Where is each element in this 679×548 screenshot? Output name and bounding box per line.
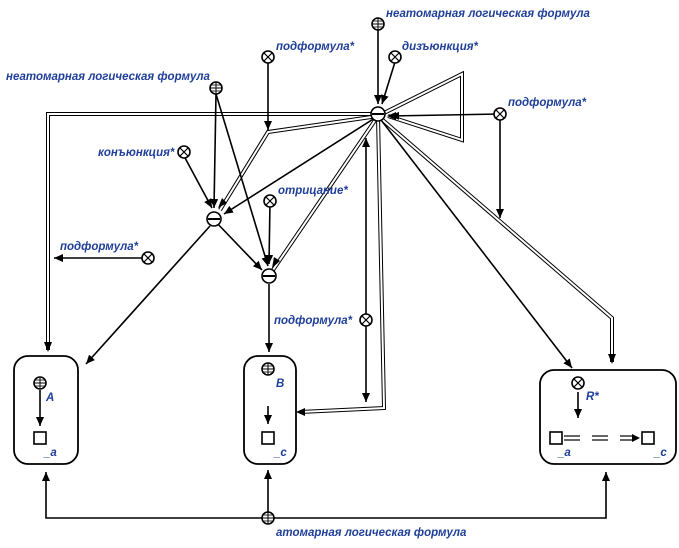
label-var-a-left: _a (43, 447, 57, 459)
label-disjunction: дизъюнкция* (402, 41, 479, 53)
label-var-c-middle: _c (273, 447, 287, 459)
contour-middle[interactable] (243, 355, 297, 465)
label-var-a-right: _a (557, 447, 571, 459)
class-node-B[interactable] (261, 362, 275, 376)
label-var-c-right: _c (653, 447, 667, 459)
double-arc-head-5 (218, 198, 227, 208)
class-node-top[interactable] (371, 17, 385, 31)
relation-node-disjunction[interactable] (388, 50, 402, 64)
relation-node-R[interactable] (571, 376, 585, 390)
label-node-A: A (45, 392, 54, 404)
class-node-A[interactable] (33, 376, 47, 390)
variable-node-c-middle[interactable] (261, 431, 275, 445)
label-conjunction: конъюнкция* (98, 147, 175, 159)
double-arc-head-2 (608, 354, 616, 364)
relation-node-subformula-left[interactable] (141, 251, 155, 265)
tuple-node-neg[interactable] (261, 268, 277, 284)
relation-node-negation[interactable] (263, 194, 277, 208)
double-arc-head-6 (272, 257, 280, 268)
variable-node-a-right[interactable] (549, 431, 563, 445)
tuple-node-main[interactable] (370, 106, 386, 122)
label-node-R: R* (586, 391, 599, 403)
relation-node-subformula-mid[interactable] (359, 313, 373, 327)
label-subformula-top: подформула* (276, 41, 355, 53)
double-arc-head-3 (296, 408, 305, 416)
label-atomic: атомарная логическая формула (276, 527, 467, 539)
label-top-class: неатомарная логическая формула (386, 8, 590, 20)
variable-node-c-right[interactable] (641, 431, 655, 445)
class-node-left[interactable] (209, 81, 223, 95)
label-subformula-right: подформула* (508, 97, 587, 109)
class-node-atomic[interactable] (261, 511, 275, 525)
relation-node-subformula-top[interactable] (261, 50, 275, 64)
relation-node-subformula-right[interactable] (493, 107, 507, 121)
label-left-class: неатомарная логическая формула (6, 71, 210, 83)
label-subformula-mid: подформула* (274, 315, 353, 327)
relation-inside-right (564, 434, 640, 442)
simple-arcs (36, 30, 610, 519)
label-node-B: B (276, 378, 284, 390)
relation-node-conjunction[interactable] (177, 145, 191, 159)
double-arc-head-1 (44, 342, 52, 352)
variable-node-a-left[interactable] (33, 431, 47, 445)
label-subformula-left: подформула* (60, 241, 139, 253)
tuple-node-conj[interactable] (206, 211, 222, 227)
contour-left[interactable] (13, 355, 79, 465)
label-negation: отрицание* (278, 185, 348, 197)
